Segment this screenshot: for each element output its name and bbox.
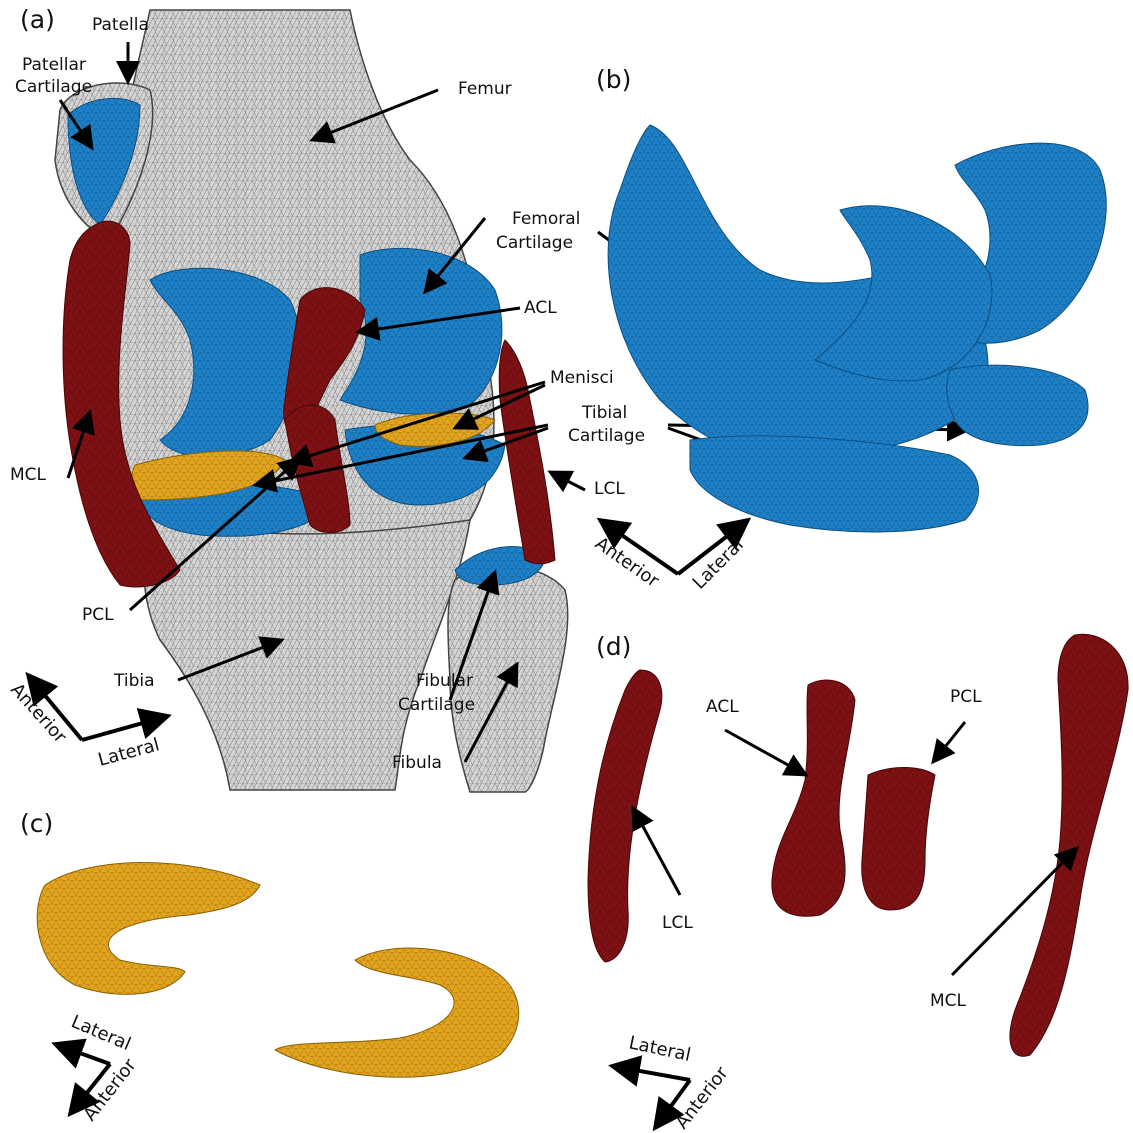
label-d-acl: ACL xyxy=(706,697,739,717)
label-pcl: PCL xyxy=(82,605,114,625)
mcl-d-shape xyxy=(1010,634,1128,1056)
label-lcl: LCL xyxy=(594,479,625,499)
axis-c-right-lateral: Lateral xyxy=(627,1032,693,1066)
label-d-mcl: MCL xyxy=(930,991,967,1011)
axis-c-left-lateral: Lateral xyxy=(68,1011,134,1055)
label-mcl: MCL xyxy=(10,465,47,485)
pcl-d-shape xyxy=(862,768,935,911)
label-tibial-cartilage-2: Cartilage xyxy=(568,426,645,446)
label-fibular-cartilage-2: Cartilage xyxy=(398,695,475,715)
axis-a-lateral: Lateral xyxy=(96,734,162,770)
label-patellar-cartilage-1: Patellar xyxy=(22,55,86,75)
label-tibia: Tibia xyxy=(113,671,155,691)
tibia-shape xyxy=(143,510,470,790)
label-fibula: Fibula xyxy=(392,753,442,773)
arrow-d-acl xyxy=(725,730,806,775)
label-femoral-cartilage-1: Femoral xyxy=(512,209,580,229)
label-patellar-cartilage-2: Cartilage xyxy=(15,77,92,97)
acl-d-shape xyxy=(772,680,855,916)
label-fibular-cartilage-1: Fibular xyxy=(416,671,473,691)
meniscus-c-right-shape xyxy=(275,948,519,1077)
panel-label-c: (c) xyxy=(20,809,53,838)
label-d-pcl: PCL xyxy=(950,687,982,707)
axis-c-right-anterior: Anterior xyxy=(671,1062,733,1133)
meniscus-c-left-shape xyxy=(37,863,260,995)
panel-label-a: (a) xyxy=(20,5,55,34)
label-d-lcl: LCL xyxy=(662,913,693,933)
tibial-cartilage-b-lateral-shape xyxy=(947,365,1088,445)
lcl-d-shape xyxy=(588,670,662,962)
label-femoral-cartilage-2: Cartilage xyxy=(496,233,573,253)
axis-b-anterior: Anterior xyxy=(591,533,663,592)
panel-label-b: (b) xyxy=(596,65,631,94)
arrow-lcl xyxy=(550,472,585,490)
tibial-cartilage-b-shape xyxy=(690,436,979,532)
panel-d-arrows xyxy=(633,722,1077,975)
lcl-shape xyxy=(499,340,555,564)
arrow-d-pcl xyxy=(933,722,965,762)
panel-label-d: (d) xyxy=(596,632,631,661)
label-menisci: Menisci xyxy=(550,368,614,388)
label-tibial-cartilage-1: Tibial xyxy=(581,403,627,423)
label-femur: Femur xyxy=(458,79,512,99)
arrow-d-lcl xyxy=(633,808,680,895)
label-patella: Patella xyxy=(92,15,149,35)
label-acl: ACL xyxy=(524,298,557,318)
